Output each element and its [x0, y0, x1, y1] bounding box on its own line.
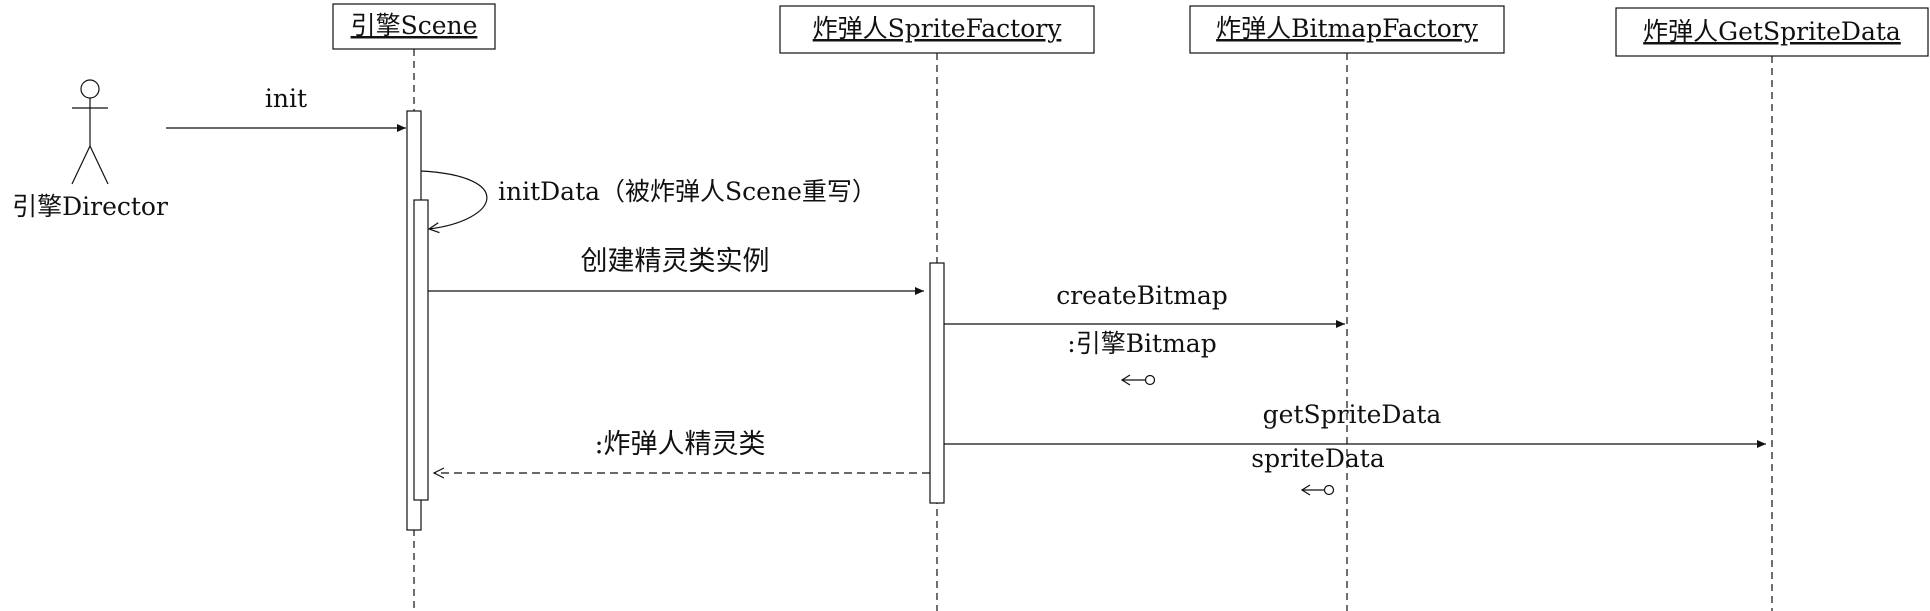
message-create-bitmap: createBitmap [944, 281, 1345, 328]
return-bitmap-lollipop-icon [1120, 374, 1156, 386]
return-bitmap-label: :引擎Bitmap [1067, 329, 1216, 358]
return-sprite: :炸弹人精灵类 [434, 429, 930, 473]
message-create-sprite: 创建精灵类实例 [428, 246, 924, 295]
return-bitmap: :引擎Bitmap [1067, 329, 1217, 386]
activation-bar-scene-inner [413, 199, 429, 501]
message-init-data-label: initData（被炸弹人Scene重写） [498, 177, 877, 206]
activation-bar-sprite-factory [929, 262, 945, 504]
return-sprite-data-lollipop-icon [1300, 484, 1335, 496]
actor-director: 引擎Director [12, 79, 168, 221]
message-create-bitmap-label: createBitmap [1056, 281, 1228, 310]
message-init-label: init [265, 84, 307, 113]
message-create-sprite-label: 创建精灵类实例 [581, 246, 770, 277]
message-init-data-arrow [420, 170, 488, 229]
actor-label: 引擎Director [12, 192, 168, 221]
lifeline-sprite-factory-header[interactable] [779, 5, 1095, 54]
lifeline-get-sprite-data-label: 炸弹人GetSpriteData [1643, 17, 1901, 46]
message-get-sprite-data-label: getSpriteData [1263, 400, 1442, 429]
actor-stick-figure-icon [71, 79, 109, 185]
message-init: init [166, 84, 406, 132]
lifeline-bitmap-factory-label: 炸弹人BitmapFactory [1216, 14, 1479, 43]
lifeline-sprite-factory-label: 炸弹人SpriteFactory [813, 14, 1063, 43]
return-sprite-data: spriteData [1251, 444, 1385, 496]
lifeline-get-sprite-data: 炸弹人GetSpriteData [1615, 7, 1929, 611]
lifeline-scene-label: 引擎Scene [351, 11, 478, 40]
return-sprite-label: :炸弹人精灵类 [594, 429, 765, 460]
message-get-sprite-data: getSpriteData [944, 400, 1766, 448]
return-sprite-data-label: spriteData [1251, 444, 1385, 473]
lifeline-bitmap-factory: 炸弹人BitmapFactory [1189, 5, 1505, 611]
lifeline-scene-header[interactable] [332, 3, 496, 50]
message-init-data: initData（被炸弹人Scene重写） [420, 170, 877, 229]
lifeline-get-sprite-data-header[interactable] [1615, 7, 1929, 57]
